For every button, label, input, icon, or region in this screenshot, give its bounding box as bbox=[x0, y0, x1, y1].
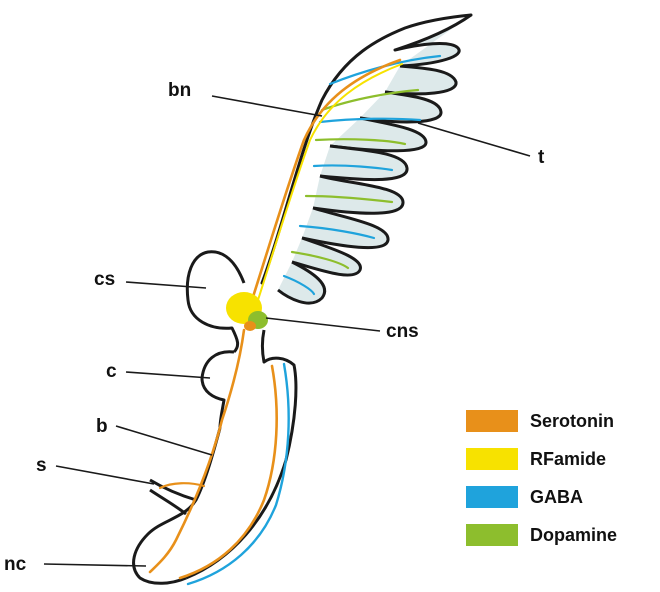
serotonin-ganglion-spot bbox=[244, 321, 256, 331]
leader-t bbox=[418, 123, 530, 156]
body-outline bbox=[134, 252, 296, 583]
leader-nc bbox=[44, 564, 146, 566]
legend-label-dopamine: Dopamine bbox=[530, 525, 617, 545]
legend-swatch-serotonin bbox=[466, 410, 518, 432]
legend-swatch-dopamine bbox=[466, 524, 518, 546]
tentacle-1 bbox=[395, 15, 471, 66]
leader-cs bbox=[126, 282, 206, 288]
tentacle-2 bbox=[385, 66, 456, 94]
leader-s bbox=[56, 466, 154, 484]
legend-label-gaba: GABA bbox=[530, 487, 583, 507]
leader-lines bbox=[44, 96, 530, 566]
leader-cns bbox=[266, 318, 380, 331]
label-nc: nc bbox=[4, 554, 27, 575]
labels: bn t cs cns c b s nc bbox=[4, 80, 545, 575]
leader-bn bbox=[212, 96, 322, 116]
leader-c bbox=[126, 372, 210, 378]
label-b: b bbox=[96, 416, 108, 437]
gaba-right-tract bbox=[188, 364, 289, 584]
legend-swatch-gaba bbox=[466, 486, 518, 508]
legend-label-rfamide: RFamide bbox=[530, 449, 606, 469]
tentacles bbox=[278, 15, 471, 303]
label-t: t bbox=[538, 147, 545, 168]
legend-label-serotonin: Serotonin bbox=[530, 411, 614, 431]
label-cns: cns bbox=[386, 321, 419, 342]
label-cs: cs bbox=[94, 269, 115, 290]
leader-b bbox=[116, 426, 212, 455]
label-s: s bbox=[36, 455, 47, 476]
legend-swatch-rfamide bbox=[466, 448, 518, 470]
cns-ganglion bbox=[226, 292, 268, 331]
body-right-outline bbox=[186, 330, 296, 578]
c-lobe-outline bbox=[202, 352, 234, 428]
label-bn: bn bbox=[168, 80, 191, 101]
tentacle-6 bbox=[313, 176, 403, 213]
label-c: c bbox=[106, 361, 117, 382]
